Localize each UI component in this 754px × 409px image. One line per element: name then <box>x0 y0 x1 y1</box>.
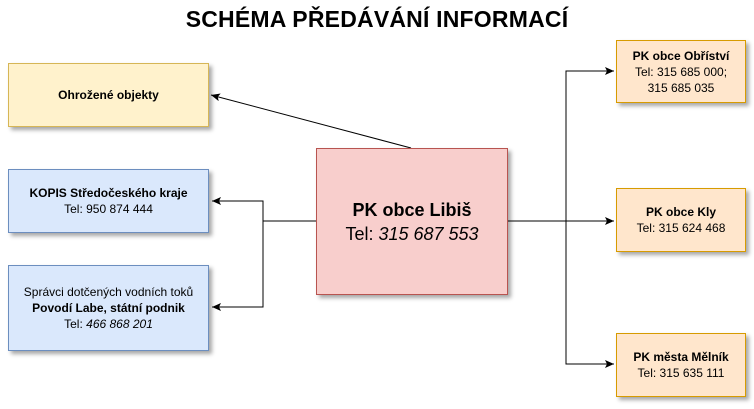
node-spravci-tel: Tel: 466 868 201 <box>64 316 153 332</box>
arrow-to-melnik <box>565 221 614 368</box>
arrow-to-ohrozene <box>210 93 412 149</box>
arrow-to-spravci <box>212 221 264 311</box>
node-ohrozene-objekty: Ohrožené objekty <box>8 63 209 127</box>
node-kopis-name: KOPIS Středočeského kraje <box>29 186 188 200</box>
node-obristvi-name: PK obce Obříství <box>632 48 730 63</box>
arrow-to-obristvi <box>565 67 614 221</box>
node-spravci-line2: Povodí Labe, státní podnik <box>32 301 185 315</box>
node-spravci: Správci dotčených vodních toků Povodí La… <box>8 265 209 351</box>
node-melnik-tel: Tel: 315 635 111 <box>637 366 725 380</box>
node-libis-tel-value: 315 687 553 <box>378 223 479 244</box>
node-kopis: KOPIS Středočeského kraje Tel: 950 874 4… <box>8 169 209 233</box>
node-libis: PK obce Libiš Tel: 315 687 553 <box>316 148 508 295</box>
node-melnik: PK města Mělník Tel: 315 635 111 <box>616 333 746 397</box>
node-melnik-name: PK města Mělník <box>633 350 729 364</box>
arrow-to-kopis <box>212 197 316 222</box>
node-libis-tel-label: Tel: <box>345 223 379 244</box>
node-kopis-tel: Tel: 950 874 444 <box>64 202 153 216</box>
node-libis-tel: Tel: 315 687 553 <box>345 222 478 246</box>
node-spravci-tel-label: Tel: <box>64 317 87 331</box>
node-kly-tel: Tel: 315 624 468 <box>636 221 726 235</box>
node-obristvi-tel2: 315 685 035 <box>647 80 715 95</box>
node-kly-name: PK obce Kly <box>645 205 717 219</box>
diagram-title: SCHÉMA PŘEDÁVÁNÍ INFORMACÍ <box>185 6 569 32</box>
node-obristvi-tel1: Tel: 315 685 000; <box>634 64 728 79</box>
node-spravci-line1: Správci dotčených vodních toků <box>23 285 194 299</box>
node-libis-name: PK obce Libiš <box>352 199 472 220</box>
node-obristvi: PK obce Obříství Tel: 315 685 000; 315 6… <box>616 40 746 103</box>
node-ohrozene-label: Ohrožené objekty <box>58 88 159 102</box>
node-kly: PK obce Kly Tel: 315 624 468 <box>616 188 746 252</box>
node-spravci-tel-value: 466 868 201 <box>86 317 153 331</box>
